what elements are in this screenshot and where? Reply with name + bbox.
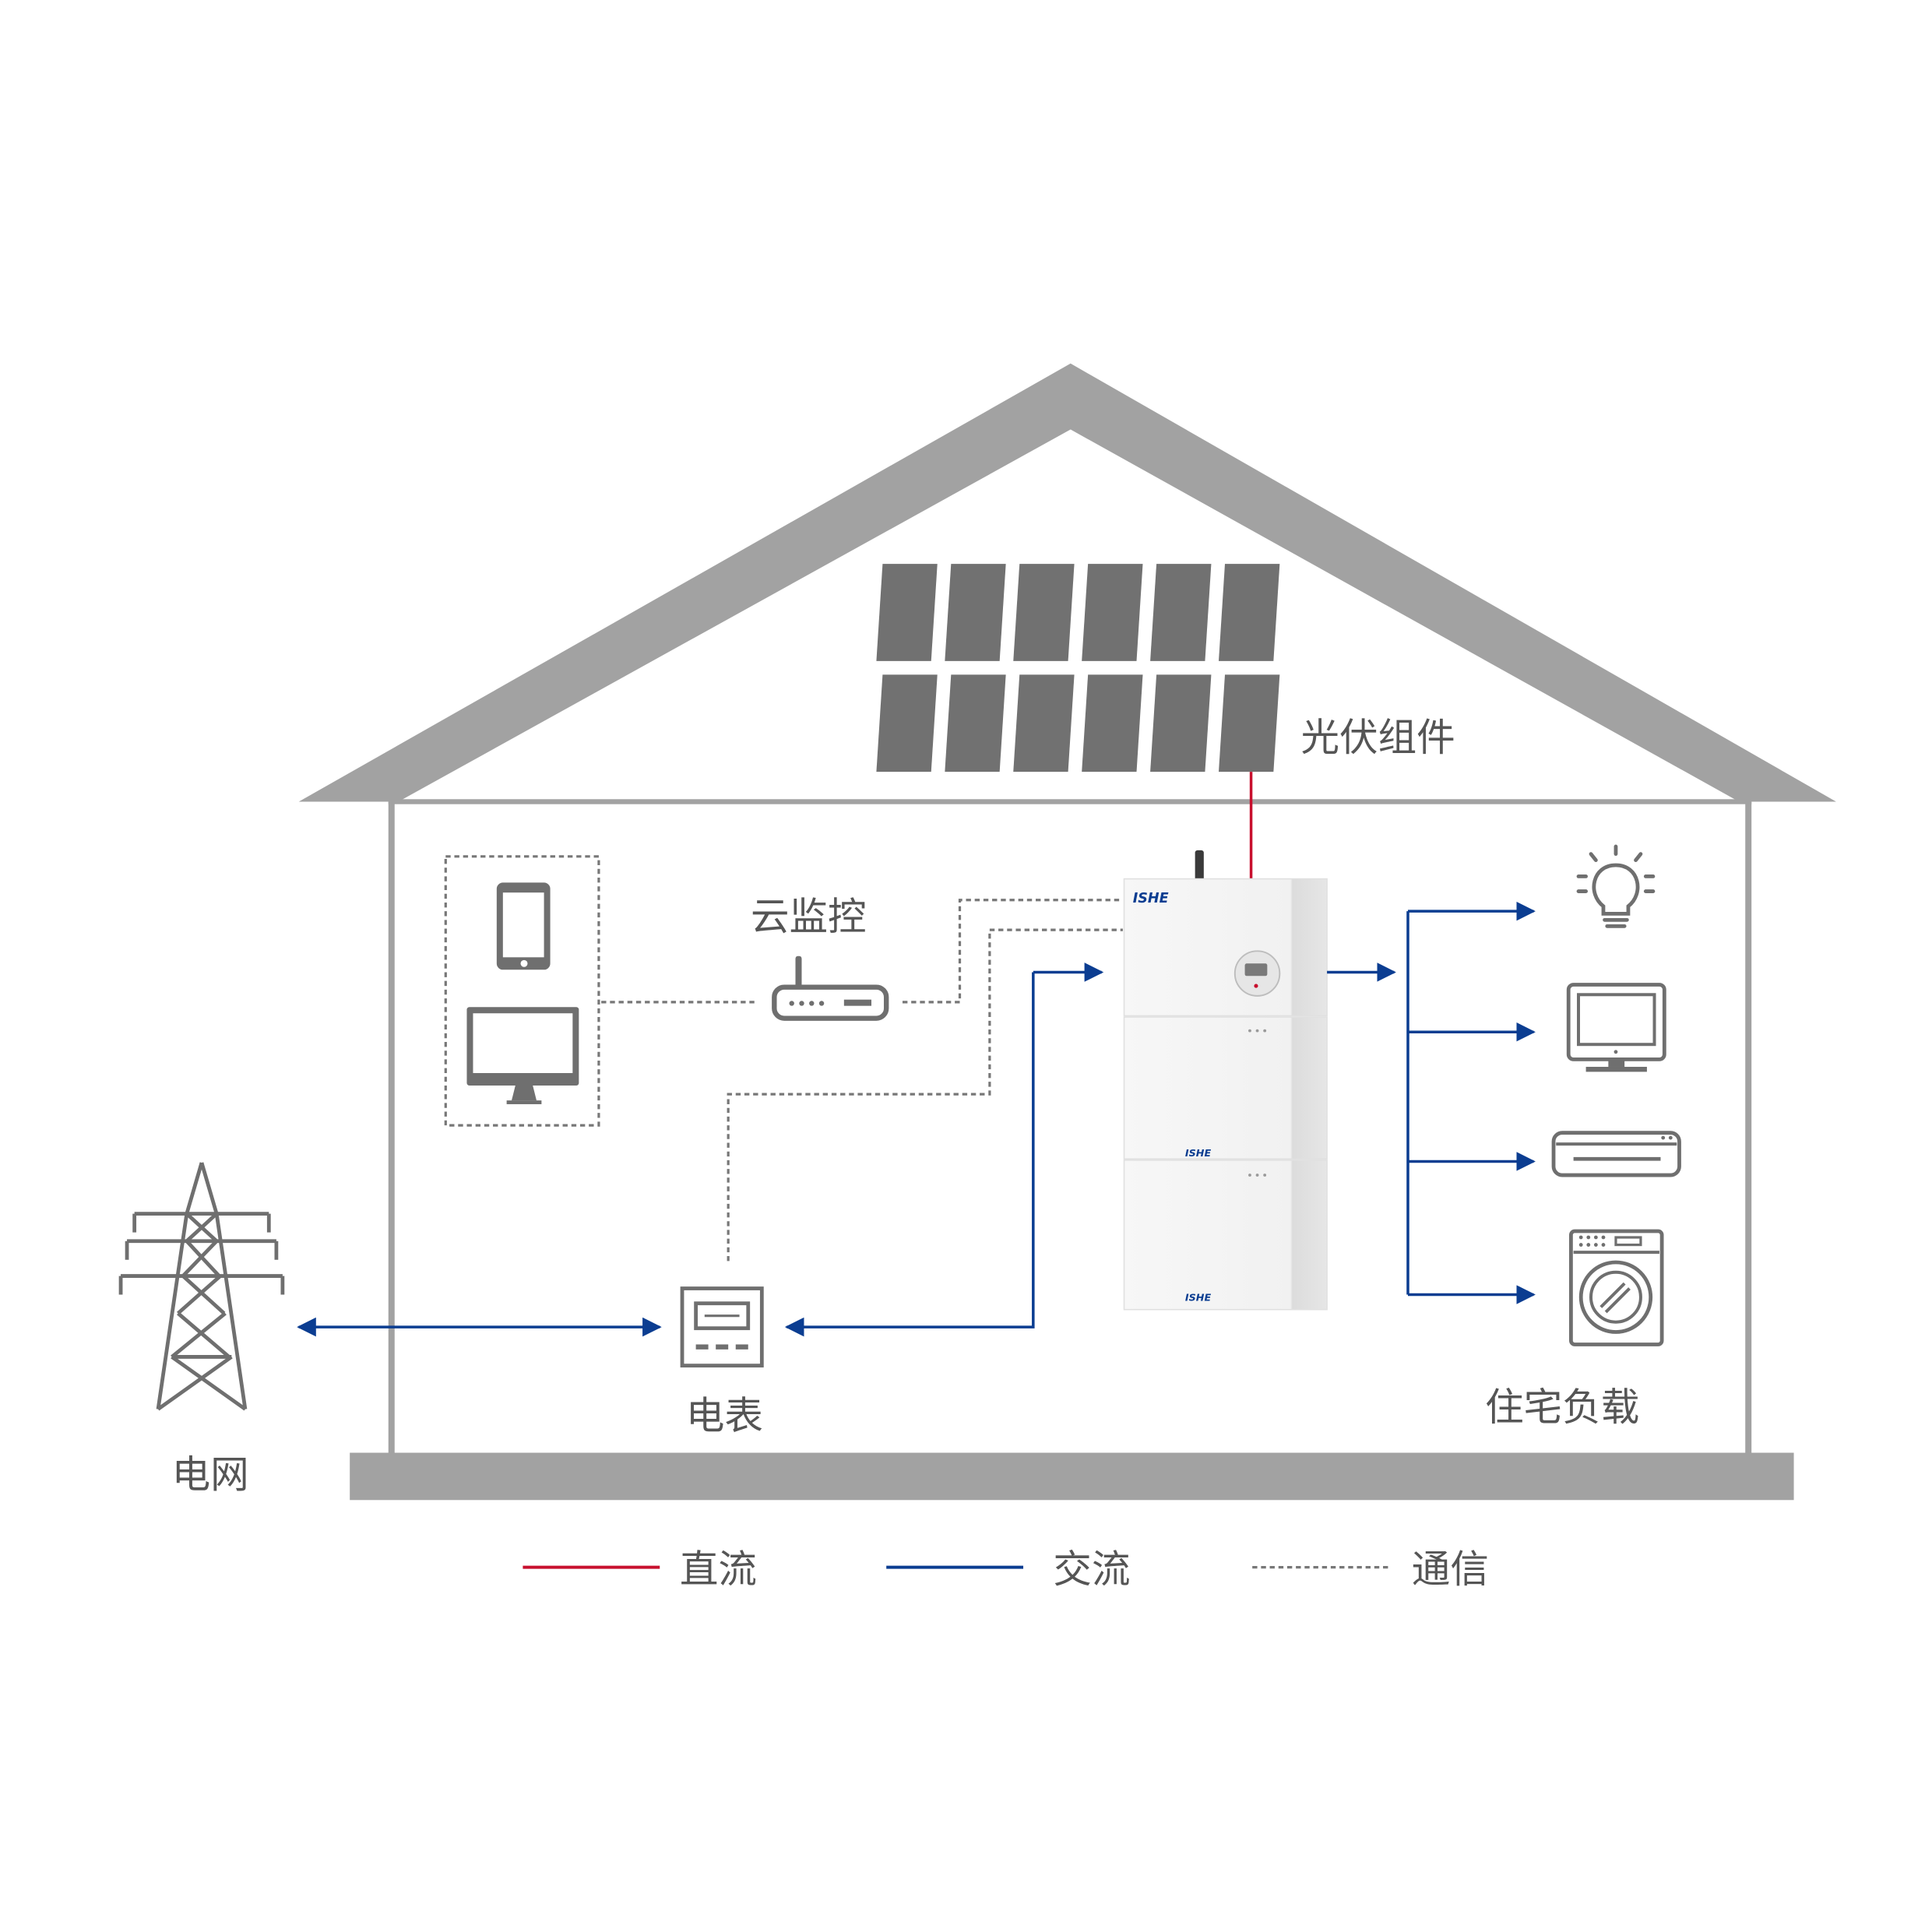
pv-label: 光伏组件 [1301, 715, 1455, 760]
solar-panel [1150, 564, 1212, 661]
light-bulb-icon [1576, 844, 1656, 928]
brand-logo: ISHE [1185, 1293, 1212, 1304]
solar-panel [1150, 674, 1212, 772]
house-floor [350, 1452, 1794, 1501]
roof [298, 363, 1836, 802]
loads-label: 住宅负载 [1485, 1385, 1639, 1430]
washing-machine-icon [1569, 1229, 1664, 1346]
solar-panel [876, 674, 938, 772]
legend: 直流 交流 通信 [523, 1547, 1489, 1592]
router-icon [772, 955, 889, 1021]
electric-meter-icon [680, 1286, 764, 1368]
brand-logo: ISHE [1185, 1148, 1212, 1160]
status-dots [1248, 1029, 1267, 1177]
solar-panel [1013, 564, 1075, 661]
battery-module [1123, 1160, 1328, 1311]
solar-panel [1219, 564, 1280, 661]
house-right-wall [1745, 799, 1752, 1457]
solar-panel [1219, 674, 1280, 772]
inverter-unit [1123, 878, 1328, 1017]
grid-label: 电网 [172, 1452, 249, 1497]
solar-panel [945, 564, 1006, 661]
solar-panel [876, 564, 938, 661]
legend-dc-label: 直流 [680, 1547, 757, 1592]
battery-module [1123, 1016, 1328, 1160]
house [298, 363, 1836, 1501]
antenna [1195, 850, 1204, 883]
ac-lines [297, 901, 1536, 1337]
legend-comm-label: 通信 [1412, 1547, 1489, 1592]
transmission-tower-icon [118, 1162, 285, 1411]
house-ceiling [388, 799, 1752, 804]
communication-lines [601, 899, 1123, 1262]
inverter-led [1254, 984, 1258, 988]
air-conditioner-icon [1551, 1131, 1681, 1177]
inverter-battery-cabinet: ISHE ISHE ISHE [1123, 850, 1328, 1311]
computer-monitor-icon [466, 1007, 579, 1104]
legend-ac-label: 交流 [1053, 1547, 1130, 1592]
meter-label: 电表 [686, 1393, 763, 1438]
solar-panel [1082, 674, 1143, 772]
cloud-monitor-label: 云监控 [751, 894, 867, 939]
solar-panel-array [876, 564, 1280, 772]
house-left-wall [388, 799, 395, 1457]
solar-panel [945, 674, 1006, 772]
television-icon [1566, 983, 1666, 1072]
device-group-box [444, 855, 600, 1127]
solar-panel [1013, 674, 1075, 772]
brand-logo: ISHE [1133, 891, 1169, 906]
solar-panel [1082, 564, 1143, 661]
inverter-display-screen [1244, 963, 1268, 977]
phone-icon [496, 882, 551, 970]
